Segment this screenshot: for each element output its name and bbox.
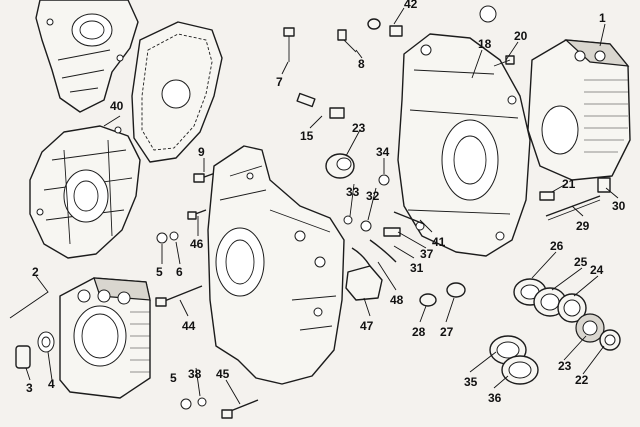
callout-44: 44 <box>182 319 196 333</box>
callout-4: 4 <box>48 377 55 391</box>
crankcase-18 <box>397 33 531 257</box>
callout-27: 27 <box>440 325 454 339</box>
spring-21 <box>539 191 555 201</box>
callout-23-lower: 23 <box>558 359 572 373</box>
callout-15: 15 <box>300 129 314 143</box>
leader-lines <box>9 7 619 405</box>
ring-32 <box>360 220 372 232</box>
cap-27 <box>446 282 466 298</box>
seal-23 <box>325 153 355 179</box>
callout-7: 7 <box>276 75 283 89</box>
callout-45: 45 <box>216 367 230 381</box>
callout-9: 9 <box>198 145 205 159</box>
cylinder-block-1 <box>527 39 631 181</box>
callout-35: 35 <box>464 375 478 389</box>
callout-1: 1 <box>599 11 606 25</box>
shaft-29 <box>545 195 601 221</box>
callout-47: 47 <box>360 319 374 333</box>
bolt-8 <box>337 29 357 53</box>
pin-3 <box>15 345 31 369</box>
callout-42: 42 <box>404 0 418 11</box>
rod-41 <box>393 211 425 225</box>
fitting-42 <box>367 18 403 37</box>
callout-32: 32 <box>366 189 380 203</box>
callout-30: 30 <box>612 199 626 213</box>
cap-top <box>479 5 497 23</box>
callout-41: 41 <box>432 235 446 249</box>
callout-31: 31 <box>410 261 424 275</box>
callout-25: 25 <box>574 255 588 269</box>
callout-36: 36 <box>488 391 502 405</box>
callout-23-upper: 23 <box>352 121 366 135</box>
callout-37: 37 <box>420 247 434 261</box>
bolt-7 <box>283 27 295 62</box>
ring-33 <box>343 215 353 225</box>
callout-2: 2 <box>32 265 39 279</box>
callout-5-upper: 5 <box>156 265 163 279</box>
stud-46 <box>187 209 207 220</box>
callout-29: 29 <box>576 219 590 233</box>
cylinder-block-2 <box>59 277 151 399</box>
center-crankcase <box>207 145 345 385</box>
callout-40: 40 <box>110 99 124 113</box>
callout-20: 20 <box>514 29 528 43</box>
nut-5b <box>180 398 192 410</box>
callout-5-lower: 5 <box>170 371 177 385</box>
spring-31 <box>369 239 397 263</box>
callout-46: 46 <box>190 237 204 251</box>
callout-8: 8 <box>358 57 365 71</box>
nut-5a <box>156 232 168 244</box>
clip-37 <box>383 227 401 237</box>
seal-4 <box>37 331 55 353</box>
callout-21: 21 <box>562 177 576 191</box>
callout-labels: 1 2 3 4 5 5 6 7 8 9 15 18 20 21 22 23 23… <box>26 0 626 405</box>
callout-18: 18 <box>478 37 492 51</box>
bolt-45 <box>221 399 259 419</box>
bell-housing-40 <box>29 125 141 259</box>
callout-22: 22 <box>575 373 589 387</box>
callout-24: 24 <box>590 263 604 277</box>
callout-38: 38 <box>188 367 202 381</box>
callout-33: 33 <box>346 185 360 199</box>
washer-6 <box>169 231 179 241</box>
pin-15 <box>296 92 345 119</box>
bolt-44 <box>155 285 203 307</box>
bushing-28 <box>419 293 437 307</box>
callout-34: 34 <box>376 145 390 159</box>
plug-34 <box>378 174 390 186</box>
washer-38 <box>197 397 207 407</box>
callout-6: 6 <box>176 265 183 279</box>
callout-28: 28 <box>412 325 426 339</box>
callout-48: 48 <box>390 293 404 307</box>
gasket <box>131 21 223 163</box>
top-left-cover <box>35 0 139 113</box>
callout-26: 26 <box>550 239 564 253</box>
block-47 <box>345 265 383 301</box>
callout-3: 3 <box>26 381 33 395</box>
